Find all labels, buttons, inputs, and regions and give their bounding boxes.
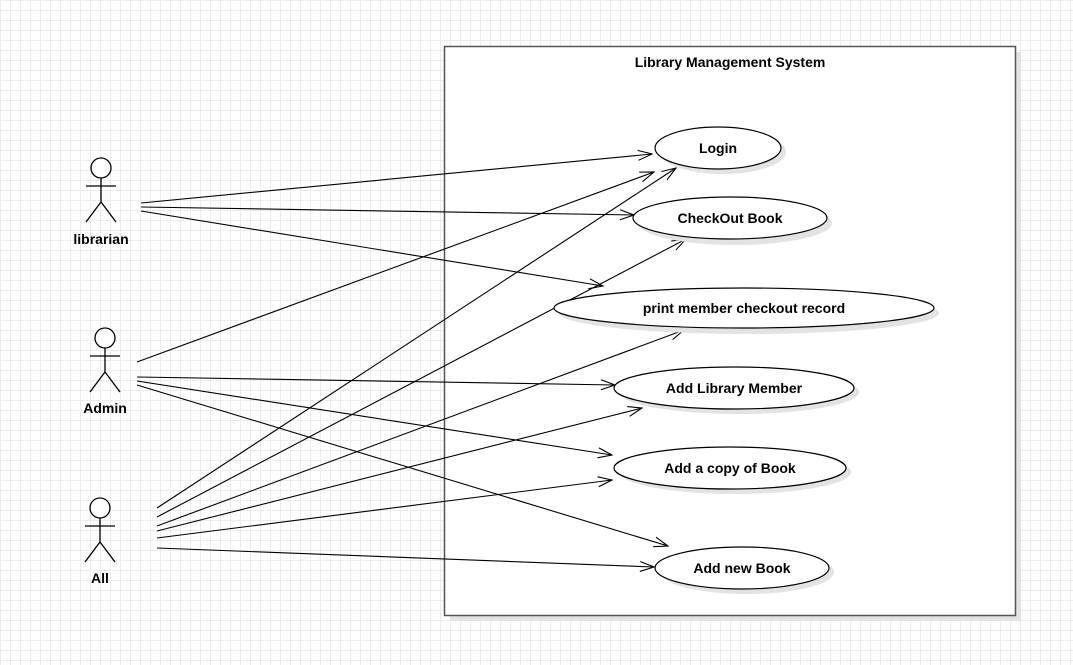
association-librarian-print[interactable]: [140, 210, 603, 286]
use-case-label: Login: [699, 140, 737, 156]
use-case-label: Add new Book: [693, 560, 790, 576]
actor-left-leg: [84, 541, 101, 563]
association-admin-add-copy[interactable]: [136, 380, 612, 455]
association-all-login[interactable]: [156, 168, 676, 509]
use-case-label: CheckOut Book: [677, 210, 782, 226]
association-all-add-member[interactable]: [156, 408, 642, 532]
associations: [136, 154, 686, 567]
use-case-label: Add a copy of Book: [664, 460, 796, 476]
actor-label: Admin: [83, 400, 127, 416]
use-case-add-new-book[interactable]: Add new Book: [654, 546, 834, 594]
association-admin-login[interactable]: [136, 172, 654, 363]
actor-right-leg: [100, 201, 117, 223]
use-case-label: Add Library Member: [666, 380, 803, 396]
actor-librarian[interactable]: librarian: [73, 157, 129, 247]
actor-label: librarian: [73, 231, 128, 247]
use-case-login[interactable]: Login: [654, 126, 786, 174]
actor-admin[interactable]: Admin: [83, 327, 127, 416]
actor-head: [94, 327, 116, 349]
actor-right-leg: [99, 541, 116, 563]
association-admin-add-member[interactable]: [136, 376, 615, 385]
actor-left-leg: [85, 201, 102, 223]
association-all-add-copy[interactable]: [156, 480, 612, 539]
use-case-checkout-book[interactable]: CheckOut Book: [632, 196, 832, 245]
association-all-checkout[interactable]: [156, 239, 686, 518]
use-case-label: print member checkout record: [643, 300, 845, 316]
actor-all[interactable]: All: [84, 497, 116, 586]
association-admin-add-book[interactable]: [136, 384, 668, 546]
use-case-print-record[interactable]: print member checkout record: [553, 287, 939, 334]
actor-left-leg: [89, 371, 106, 393]
actor-head: [89, 497, 111, 519]
actor-head: [90, 157, 112, 179]
actor-right-leg: [104, 371, 121, 393]
association-librarian-login[interactable]: [140, 154, 652, 204]
association-librarian-checkout[interactable]: [140, 206, 634, 215]
use-case-add-copy-of-book[interactable]: Add a copy of Book: [613, 446, 851, 494]
association-all-add-book[interactable]: [156, 547, 654, 567]
actor-label: All: [91, 570, 109, 586]
use-case-add-library-member[interactable]: Add Library Member: [613, 366, 859, 414]
system-title: Library Management System: [635, 54, 826, 70]
association-all-print[interactable]: [156, 330, 684, 527]
